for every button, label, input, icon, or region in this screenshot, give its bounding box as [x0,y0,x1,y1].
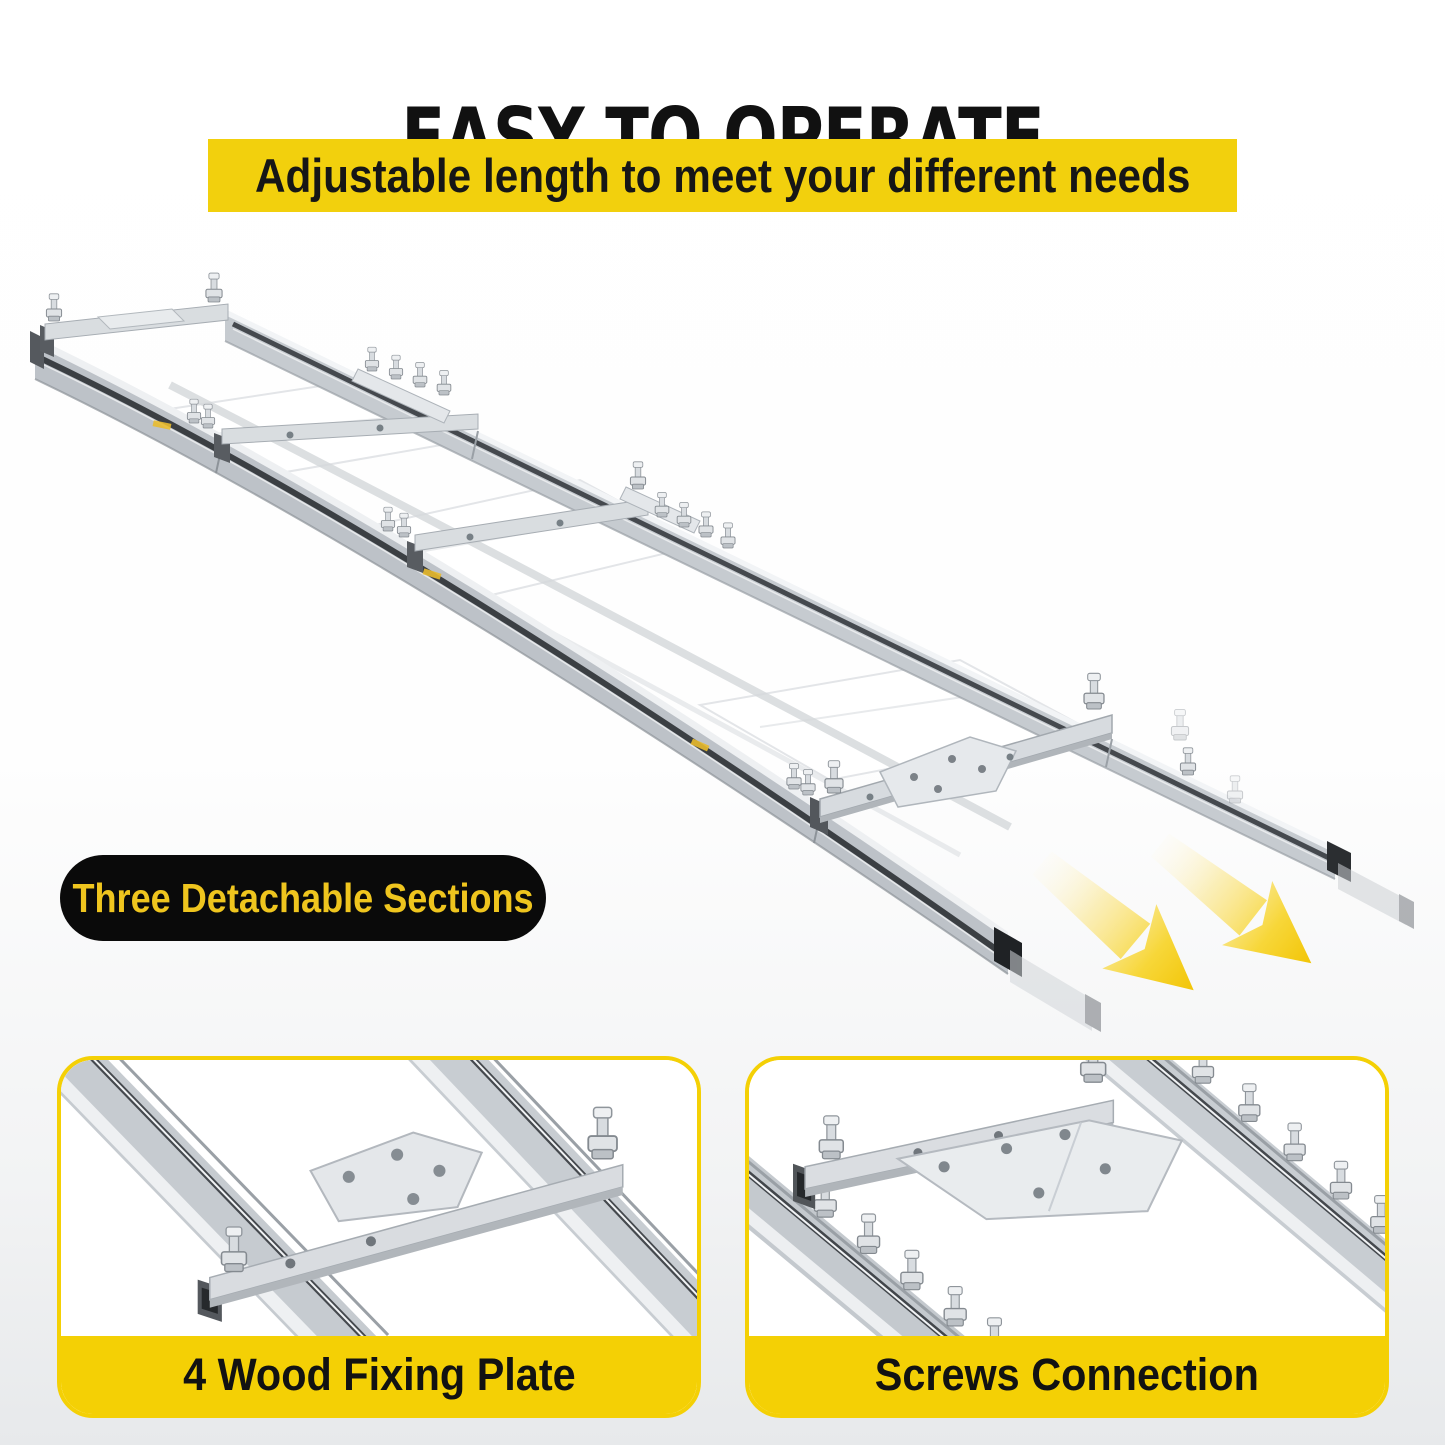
down-right-arrow-icon [1151,833,1312,964]
detachable-sections-badge: Three Detachable Sections [60,855,546,941]
caption-wood-fixing-plate: 4 Wood Fixing Plate [61,1336,697,1414]
main-product-photo [30,272,1414,1032]
caption-text: 4 Wood Fixing Plate [182,1349,576,1400]
near-rail [30,331,1022,977]
far-end-bolt [1179,747,1197,776]
caption-screws-connection: Screws Connection [749,1336,1385,1414]
screws-connection-illustration [749,1060,1385,1336]
crossbar-4-wood-fixing-plate [786,672,1113,835]
wood-fixing-plate-illustration [61,1060,697,1336]
connection-plate [818,1060,1184,1221]
screws-connection-photo [749,1060,1385,1336]
right-rail [1085,1060,1385,1313]
feature-panel-screws-connection: Screws Connection [745,1056,1389,1418]
rail-logo-marks [152,420,710,752]
left-rail [61,1060,390,1336]
crossbar-3 [380,461,736,573]
inner-rail-edge [168,381,1012,831]
caption-text: Screws Connection [874,1349,1260,1400]
ghost-extension-far [1338,863,1414,929]
subtitle-banner: Adjustable length to meet your different… [208,139,1237,212]
badge-label: Three Detachable Sections [72,874,534,921]
subtitle-text: Adjustable length to meet your different… [254,149,1191,202]
fixing-plate-crossbar [197,1106,624,1322]
crossbar-left-end [40,272,229,357]
ghost-extension-near [1010,950,1101,1032]
wood-fixing-plate-photo [61,1060,697,1336]
left-rail [749,1156,1007,1336]
crossbar-2 [186,346,479,463]
down-right-arrow-icon [1032,851,1194,991]
feature-panel-wood-fixing-plate: 4 Wood Fixing Plate [57,1056,701,1418]
